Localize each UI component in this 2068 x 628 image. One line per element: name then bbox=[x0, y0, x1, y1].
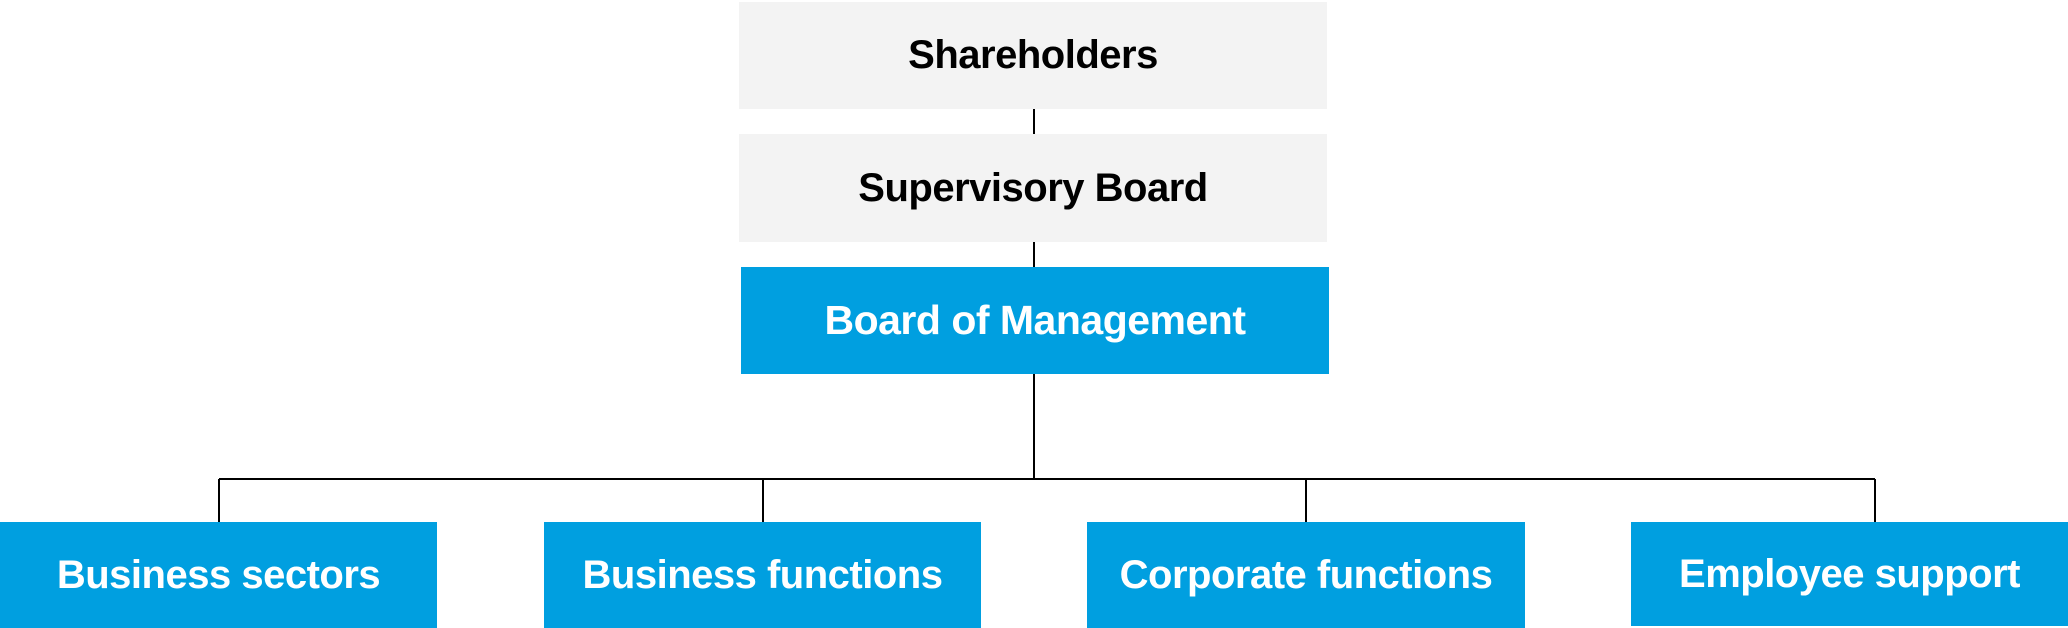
corporate-functions-box: Corporate functions bbox=[1087, 522, 1525, 628]
shareholders-label: Shareholders bbox=[908, 33, 1158, 77]
supervisory-board-label: Supervisory Board bbox=[858, 165, 1208, 210]
board-of-management-label: Board of Management bbox=[824, 297, 1246, 343]
business-functions-box: Business functions bbox=[544, 522, 981, 628]
supervisory-board-box: Supervisory Board bbox=[739, 134, 1327, 242]
employee-support-label: Employee support bbox=[1679, 551, 2020, 596]
employee-support-box: Employee support bbox=[1631, 522, 2068, 626]
business-sectors-box: Business sectors bbox=[0, 522, 437, 628]
business-functions-label: Business functions bbox=[582, 552, 943, 597]
board-of-management-box: Board of Management bbox=[741, 267, 1329, 374]
shareholders-box: Shareholders bbox=[739, 2, 1327, 109]
business-sectors-label: Business sectors bbox=[56, 552, 381, 597]
corporate-functions-label: Corporate functions bbox=[1119, 552, 1493, 597]
